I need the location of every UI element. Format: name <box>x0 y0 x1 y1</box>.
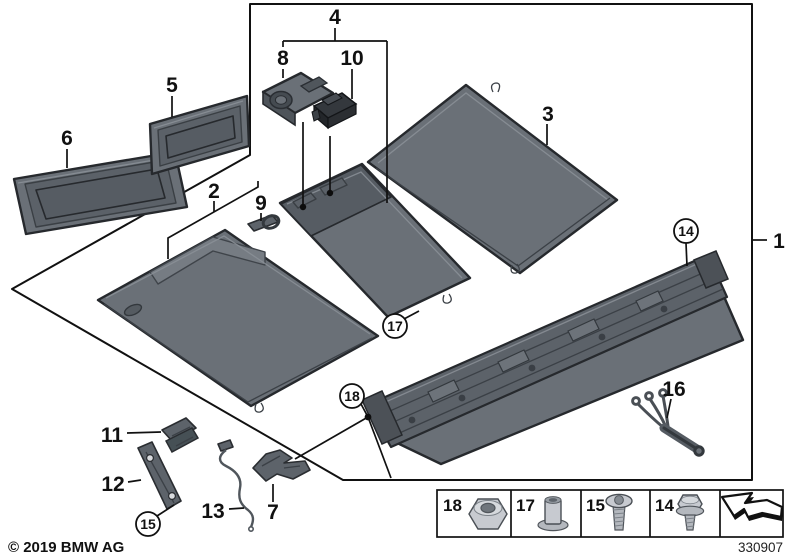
svg-text:15: 15 <box>140 516 156 532</box>
callout-3-label[interactable]: 3 <box>542 103 554 126</box>
svg-text:15: 15 <box>586 496 605 515</box>
legend-item-15[interactable]: 15 <box>586 493 633 531</box>
svg-text:17: 17 <box>516 496 535 515</box>
part-1-enclosure-outline <box>11 3 767 481</box>
callout-6-label[interactable]: 6 <box>61 127 73 150</box>
svg-text:14: 14 <box>655 496 674 515</box>
part-3-floor-panel[interactable] <box>366 82 619 275</box>
callout-14-badge[interactable]: 14 <box>673 218 699 244</box>
part-11-clip-bracket[interactable] <box>161 417 200 454</box>
callout-12-label[interactable]: 12 <box>101 473 124 496</box>
torx-screw-icon <box>605 493 633 531</box>
part-4-center-panel[interactable] <box>278 162 472 319</box>
hex-nut-icon <box>468 498 508 530</box>
callout-9-label[interactable]: 9 <box>255 192 267 215</box>
direction-arrow-icon <box>720 491 784 521</box>
legend-item-14[interactable]: 14 <box>655 494 705 531</box>
legend-item-17[interactable]: 17 <box>516 496 569 532</box>
callout-4-label[interactable]: 4 <box>329 6 341 29</box>
part-6-storage-tray[interactable] <box>12 150 189 236</box>
callout-16-label[interactable]: 16 <box>662 378 685 401</box>
callout-1-label[interactable]: 1 <box>773 230 785 253</box>
part-9-striker-bracket[interactable] <box>247 214 281 232</box>
part-1-cross-member-assembly[interactable] <box>361 250 745 466</box>
copyright-notice: © 2019 BMW AG <box>8 539 124 556</box>
part-5-storage-tray[interactable] <box>148 94 251 176</box>
part-8-latch-housing[interactable] <box>261 71 335 127</box>
fastener-legend: 18 17 15 <box>436 489 784 538</box>
callout-11-label[interactable]: 11 <box>101 424 124 447</box>
callout-15-badge[interactable]: 15 <box>135 511 161 537</box>
part-13-cable[interactable] <box>217 439 255 532</box>
sleeve-bushing-icon <box>537 496 569 532</box>
svg-text:18: 18 <box>443 496 462 515</box>
part-7-step-bracket[interactable] <box>252 449 311 482</box>
part-12-support-bracket[interactable] <box>137 441 182 510</box>
part-2-floor-panel[interactable] <box>96 228 380 413</box>
svg-text:18: 18 <box>344 388 360 404</box>
callout-7-label[interactable]: 7 <box>267 501 279 524</box>
legend-item-18[interactable]: 18 <box>443 496 508 530</box>
hex-bolt-icon <box>675 494 705 531</box>
svg-text:17: 17 <box>387 318 403 334</box>
callout-18-badge[interactable]: 18 <box>339 383 365 409</box>
callout-2-label[interactable]: 2 <box>208 180 220 203</box>
part-10-latch-actuator[interactable] <box>311 92 358 130</box>
leader-lines <box>66 28 688 517</box>
callout-17-badge[interactable]: 17 <box>382 313 408 339</box>
callout-13-label[interactable]: 13 <box>201 500 224 523</box>
svg-text:14: 14 <box>678 223 694 239</box>
callout-10-label[interactable]: 10 <box>340 47 363 70</box>
callout-5-label[interactable]: 5 <box>166 74 178 97</box>
diagram-number: 330907 <box>738 540 783 555</box>
part-16-tension-strap[interactable] <box>631 388 705 457</box>
callout-8-label[interactable]: 8 <box>277 47 289 70</box>
